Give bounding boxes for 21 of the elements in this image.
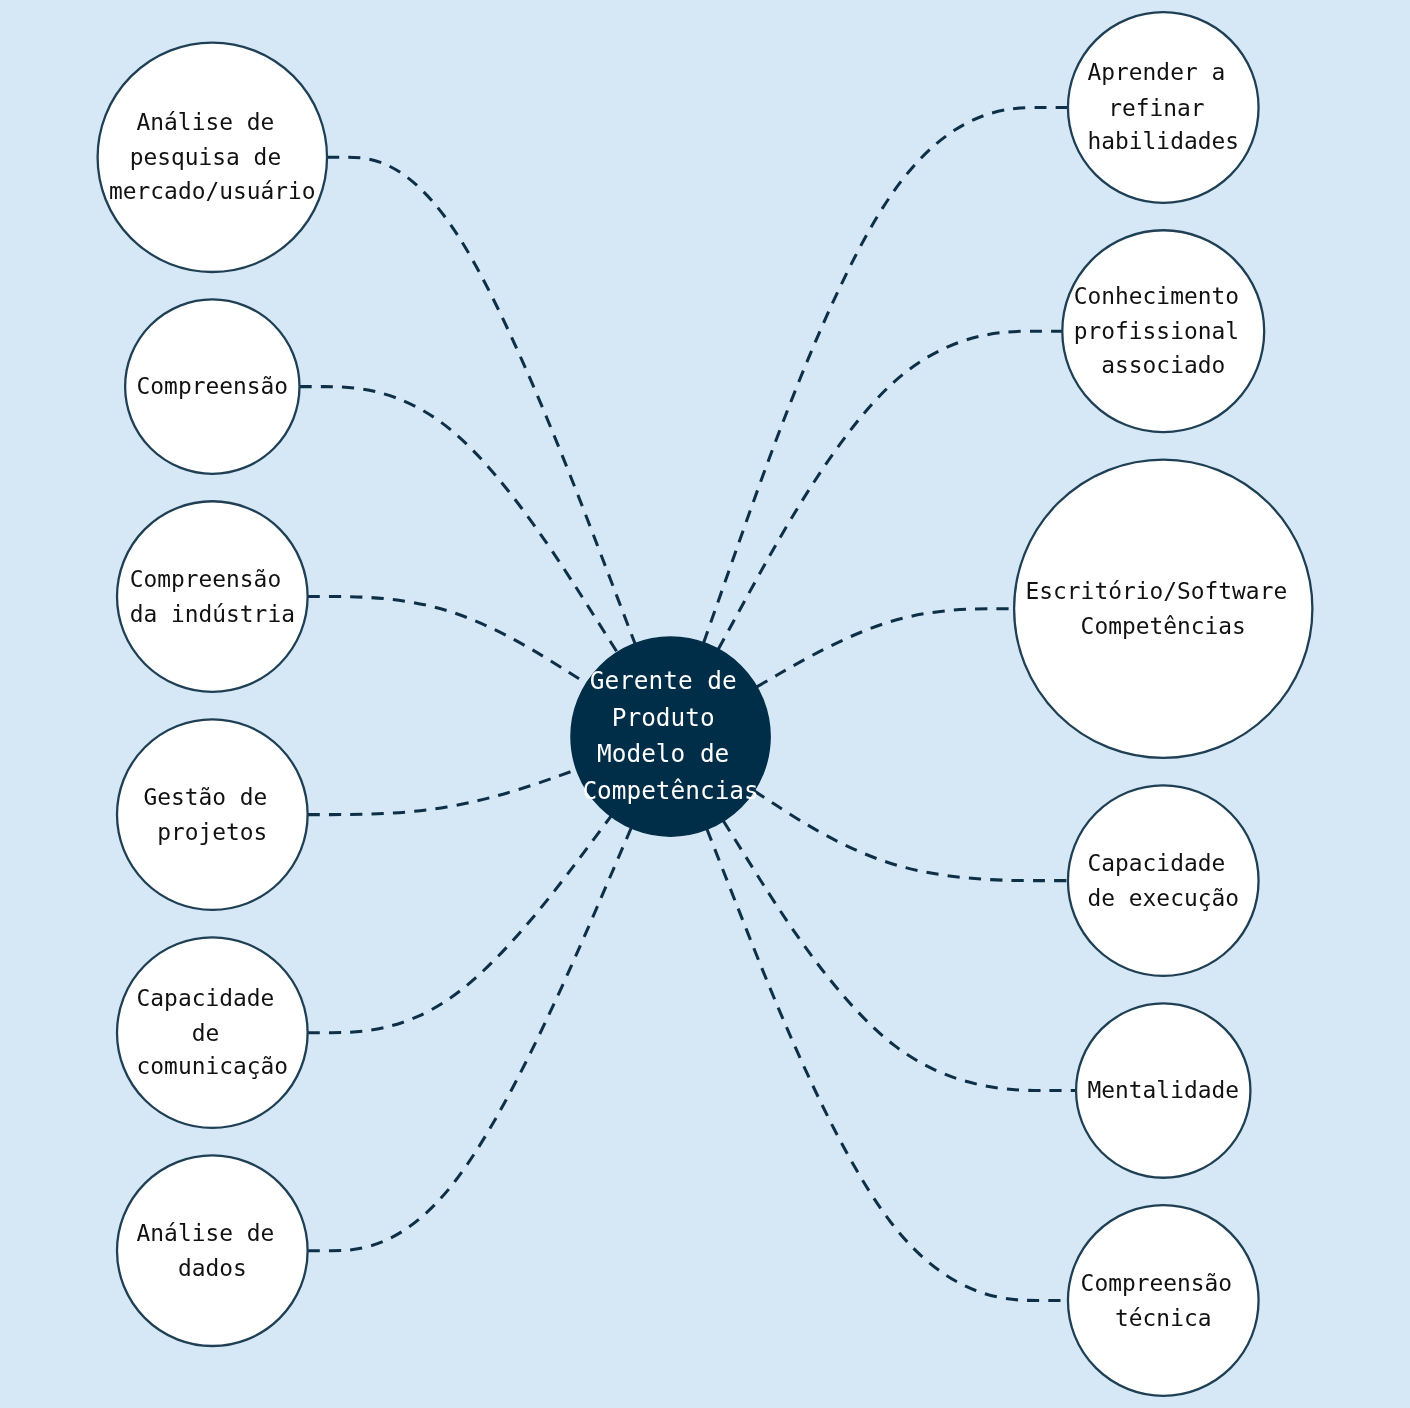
connector — [299, 385, 619, 654]
node-circle: Gerente de Produto Modelo de Competências — [570, 636, 771, 837]
connector — [307, 827, 633, 1253]
node-circle: Capacidade de execução — [1066, 784, 1260, 978]
connector — [702, 105, 1068, 644]
node-circle: Compreensão técnica — [1066, 1204, 1260, 1397]
node-circle: Gestão de projetos — [115, 718, 309, 912]
node-circle: Análise de pesquisa de mercado/usuário — [96, 41, 329, 274]
node-circle: Conhecimento profissional associado — [1061, 229, 1266, 434]
node-circle: Mentalidade — [1074, 1002, 1252, 1179]
node-circle: Compreensão da indústria — [115, 500, 309, 693]
node-circle: Escritório/Software Competências — [1012, 458, 1314, 760]
connector — [753, 789, 1068, 883]
connector — [716, 329, 1063, 650]
node-circle: Análise de dados — [115, 1154, 309, 1348]
connector — [327, 155, 637, 645]
node-circle: Capacidade de comunicação — [115, 936, 309, 1130]
connector — [307, 815, 613, 1035]
connector — [722, 820, 1077, 1093]
node-circle: Compreensão — [124, 298, 301, 475]
node-circle: Aprender a refinar habilidades — [1066, 11, 1260, 204]
